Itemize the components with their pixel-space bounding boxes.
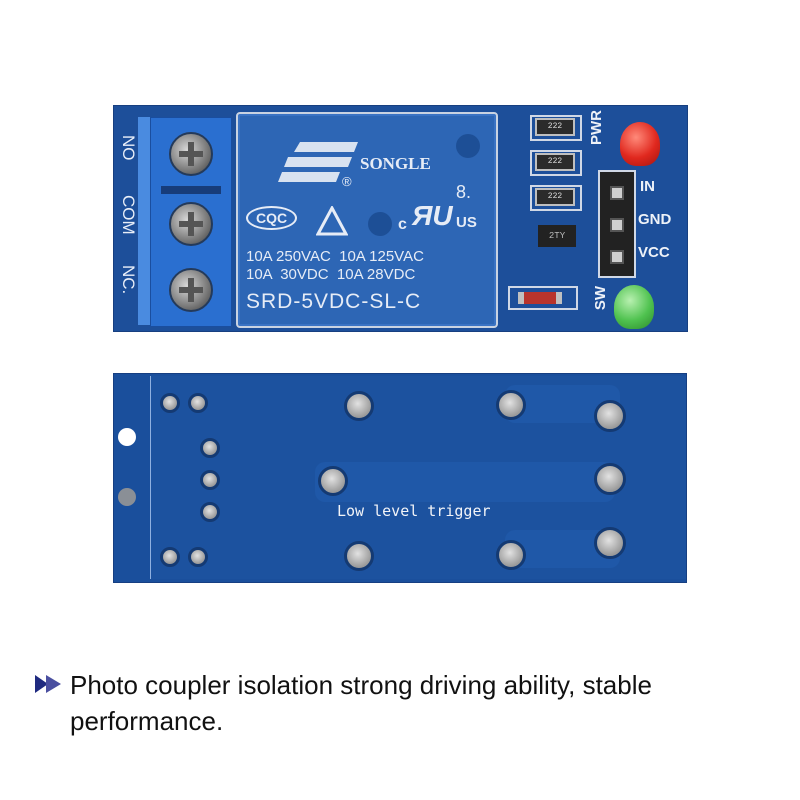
ul-logo-icon: ЯU: [412, 200, 453, 231]
solder-pad: [188, 547, 208, 567]
screw-icon: [169, 202, 213, 246]
solder-pad: [344, 391, 374, 421]
relay-vent-hole: [456, 134, 480, 158]
pin-header[interactable]: [598, 170, 636, 278]
resistor-pad: [530, 150, 582, 176]
pin-gnd[interactable]: [610, 218, 624, 232]
transistor: 2TY: [538, 225, 576, 247]
terminal-divider: [161, 186, 221, 194]
terminal-label-no: NO: [119, 135, 138, 161]
cqc-mark: CQC: [246, 206, 298, 230]
solder-pad: [344, 541, 374, 571]
pin-vcc[interactable]: [610, 250, 624, 264]
pwr-label: PWR: [588, 110, 605, 145]
terminal-label-com: COM: [119, 195, 138, 235]
resistor-pad: [530, 115, 582, 141]
ul-c-mark: c: [398, 216, 407, 233]
registered-mark: ®: [342, 174, 352, 189]
solder-pad: [318, 466, 348, 496]
solder-pad: [496, 540, 526, 570]
sw-label: SW: [592, 286, 609, 311]
power-led: [620, 122, 660, 166]
solder-pad: [496, 390, 526, 420]
relay-model: SRD-5VDC-SL-C: [246, 290, 422, 313]
diode-pad: [508, 286, 578, 310]
terminal-block-edge: [138, 117, 152, 325]
screw-terminal-block: [150, 117, 232, 327]
pin-label-gnd: GND: [638, 211, 672, 228]
pin-label-vcc: VCC: [638, 244, 670, 261]
songle-logo-icon: [278, 142, 358, 182]
solder-pad: [594, 400, 626, 432]
solder-pad: [200, 502, 220, 522]
mounting-hole: [118, 428, 136, 446]
solder-pad: [200, 438, 220, 458]
ul-us-mark: US: [456, 214, 477, 231]
smd-resistor: 222: [535, 118, 575, 136]
pin-label-in: IN: [640, 178, 655, 195]
low-level-trigger-label: Low level trigger: [337, 502, 491, 520]
ul-number: 8.: [456, 182, 472, 202]
diode: [518, 292, 562, 304]
screw-icon: [169, 132, 213, 176]
screw-icon: [169, 268, 213, 312]
pin-in[interactable]: [610, 186, 624, 200]
terminal-label-nc: NC.: [119, 265, 138, 295]
certification-triangle-icon: [316, 206, 348, 236]
solder-pad: [594, 463, 626, 495]
smd-resistor: 222: [535, 153, 575, 171]
feature-caption: Photo coupler isolation strong driving a…: [70, 670, 652, 736]
mounting-hole-plated: [118, 488, 136, 506]
switch-led: [614, 285, 654, 329]
solder-pad: [188, 393, 208, 413]
solder-pad: [200, 470, 220, 490]
solder-pad: [160, 547, 180, 567]
rating-line-1: 10A 250VAC 10A 125VAC: [246, 248, 424, 265]
relay-brand: SONGLE: [360, 154, 431, 173]
solder-pad: [160, 393, 180, 413]
smd-resistor: 222: [535, 188, 575, 206]
double-triangle-right-icon: [35, 675, 61, 693]
solder-pad: [594, 527, 626, 559]
relay-vent-hole: [368, 212, 392, 236]
copper-trace: [315, 462, 615, 502]
songle-relay: ® SONGLE CQC c ЯU 8. US 10A 250VAC 10A 1…: [236, 112, 498, 328]
resistor-pad: [530, 185, 582, 211]
rating-line-2: 10A 30VDC 10A 28VDC: [246, 266, 416, 283]
